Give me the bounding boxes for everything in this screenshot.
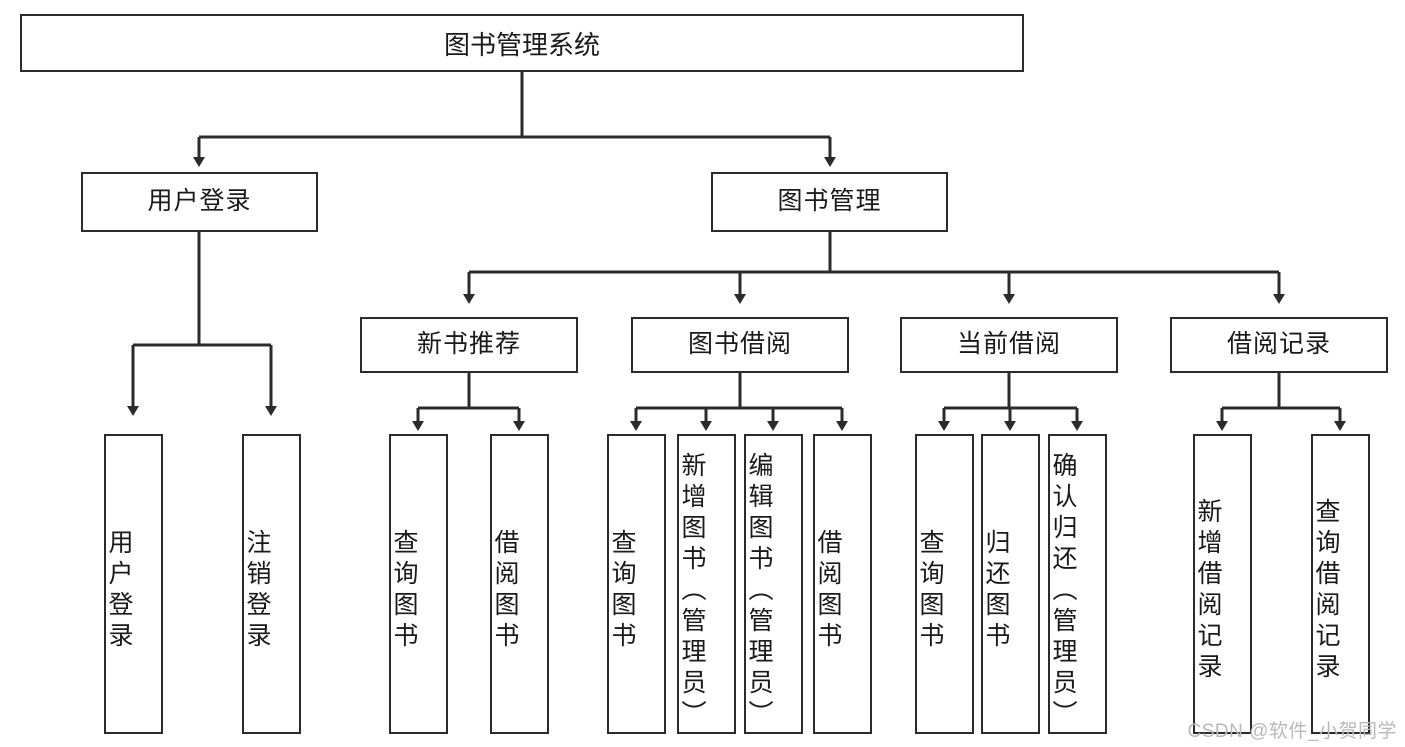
node-leaf-user-login-label: 用户登录 — [105, 529, 133, 653]
node-leaf-confirm-return[interactable]: 确认归还（管理员） — [1048, 434, 1107, 734]
node-leaf-query-book-1-label: 查询图书 — [390, 529, 418, 653]
node-new-book-recommend[interactable]: 新书推荐 — [360, 317, 578, 373]
node-leaf-add-book[interactable]: 新增图书（管理员） — [677, 434, 736, 734]
node-leaf-user-login[interactable]: 用户登录 — [104, 434, 163, 734]
node-new-book-recommend-label: 新书推荐 — [416, 330, 521, 359]
node-user-login-label: 用户登录 — [147, 187, 252, 216]
node-book-management-label: 图书管理 — [777, 187, 882, 216]
node-leaf-add-record-label: 新增借阅记录 — [1194, 498, 1222, 684]
node-leaf-borrow-book-2-label: 借阅图书 — [814, 529, 842, 653]
node-leaf-logout-login[interactable]: 注销登录 — [242, 434, 301, 734]
node-leaf-return-book[interactable]: 归还图书 — [981, 434, 1040, 734]
node-leaf-query-record[interactable]: 查询借阅记录 — [1311, 434, 1370, 734]
node-current-borrow[interactable]: 当前借阅 — [900, 317, 1118, 373]
node-leaf-add-book-label: 新增图书（管理员） — [678, 451, 706, 731]
watermark-text: CSDN @软件_小贺同学 — [1187, 721, 1397, 742]
node-leaf-query-record-label: 查询借阅记录 — [1312, 498, 1340, 684]
node-leaf-confirm-return-label: 确认归还（管理员） — [1049, 451, 1077, 731]
node-leaf-query-book-3-label: 查询图书 — [916, 529, 944, 653]
node-leaf-return-book-label: 归还图书 — [982, 529, 1010, 653]
node-leaf-borrow-book-1[interactable]: 借阅图书 — [490, 434, 549, 734]
node-leaf-query-book-3[interactable]: 查询图书 — [915, 434, 974, 734]
node-book-borrow[interactable]: 图书借阅 — [631, 317, 849, 373]
node-leaf-borrow-book-1-label: 借阅图书 — [491, 529, 519, 653]
node-leaf-edit-book-label: 编辑图书（管理员） — [745, 451, 773, 731]
node-leaf-add-record[interactable]: 新增借阅记录 — [1193, 434, 1252, 734]
node-root[interactable]: 图书管理系统 — [20, 14, 1024, 72]
node-user-login[interactable]: 用户登录 — [81, 172, 318, 232]
node-borrow-record[interactable]: 借阅记录 — [1170, 317, 1388, 373]
node-leaf-logout-login-label: 注销登录 — [243, 529, 271, 653]
node-leaf-query-book-1[interactable]: 查询图书 — [389, 434, 448, 734]
node-leaf-edit-book[interactable]: 编辑图书（管理员） — [744, 434, 803, 734]
node-current-borrow-label: 当前借阅 — [956, 330, 1061, 359]
node-book-borrow-label: 图书借阅 — [687, 330, 792, 359]
node-book-management[interactable]: 图书管理 — [711, 172, 948, 232]
node-borrow-record-label: 借阅记录 — [1226, 330, 1331, 359]
node-leaf-borrow-book-2[interactable]: 借阅图书 — [813, 434, 872, 734]
node-leaf-query-book-2[interactable]: 查询图书 — [607, 434, 666, 734]
node-leaf-query-book-2-label: 查询图书 — [608, 529, 636, 653]
node-root-label: 图书管理系统 — [443, 29, 600, 60]
